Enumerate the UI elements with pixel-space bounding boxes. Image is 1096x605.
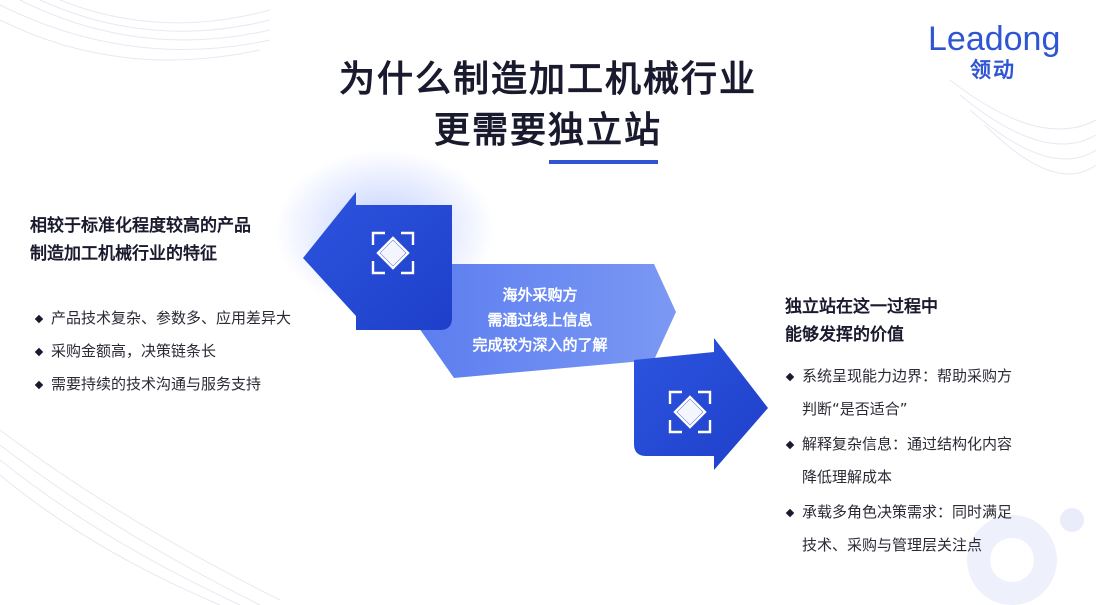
brand-logo: Leadong 领动: [928, 20, 1068, 82]
list-item-line1: 系统呈现能力边界：帮助采购方: [802, 367, 1013, 385]
page-title-line2: 更需要独立站: [433, 110, 662, 151]
left-heading-line1: 相较于标准化程度较高的产品: [30, 216, 251, 236]
right-arrow: [634, 338, 768, 470]
brand-name-en: Leadong: [928, 20, 1061, 58]
left-heading-line2: 制造加工机械行业的特征: [30, 244, 217, 264]
page-title-line1: 为什么制造加工机械行业: [338, 59, 757, 100]
left-feature-list: 产品技术复杂、参数多、应用差异大 采购金额高，决策链条长 需要持续的技术沟通与服…: [34, 302, 291, 401]
center-band: [412, 264, 676, 378]
diamond-frame-icon: [668, 390, 712, 434]
left-arrow: [303, 192, 452, 330]
list-item: 承载多角色决策需求：同时满足 技术、采购与管理层关注点: [785, 496, 1050, 562]
right-heading-line2: 能够发挥的价值: [785, 325, 904, 345]
list-item: 产品技术复杂、参数多、应用差异大: [34, 302, 291, 335]
right-heading-line1: 独立站在这一过程中: [785, 297, 938, 317]
right-value-list: 系统呈现能力边界：帮助采购方 判断“是否适合” 解释复杂信息：通过结构化内容 降…: [785, 360, 1050, 562]
center-text-line2: 需通过线上信息: [487, 311, 593, 329]
list-item: 需要持续的技术沟通与服务支持: [34, 368, 291, 401]
list-item-line2: 判断“是否适合”: [802, 400, 908, 418]
list-item-line2: 降低理解成本: [802, 468, 893, 486]
list-item-line1: 解释复杂信息：通过结构化内容: [802, 435, 1013, 453]
list-item: 采购金额高，决策链条长: [34, 335, 291, 368]
left-heading: 相较于标准化程度较高的产品 制造加工机械行业的特征: [30, 212, 251, 268]
list-item-line2: 技术、采购与管理层关注点: [802, 536, 983, 554]
diamond-frame-icon: [371, 231, 415, 275]
right-heading: 独立站在这一过程中 能够发挥的价值: [785, 293, 938, 349]
center-text-line1: 海外采购方: [502, 286, 578, 304]
list-item: 解释复杂信息：通过结构化内容 降低理解成本: [785, 428, 1050, 494]
list-item: 系统呈现能力边界：帮助采购方 判断“是否适合”: [785, 360, 1050, 426]
center-text-line3: 完成较为深入的了解: [472, 336, 608, 354]
brand-name-cn: 领动: [970, 58, 1016, 82]
center-band-text: 海外采购方 需通过线上信息 完成较为深入的了解: [440, 283, 640, 358]
title-underline: [549, 160, 658, 164]
list-item-line1: 承载多角色决策需求：同时满足: [802, 503, 1013, 521]
